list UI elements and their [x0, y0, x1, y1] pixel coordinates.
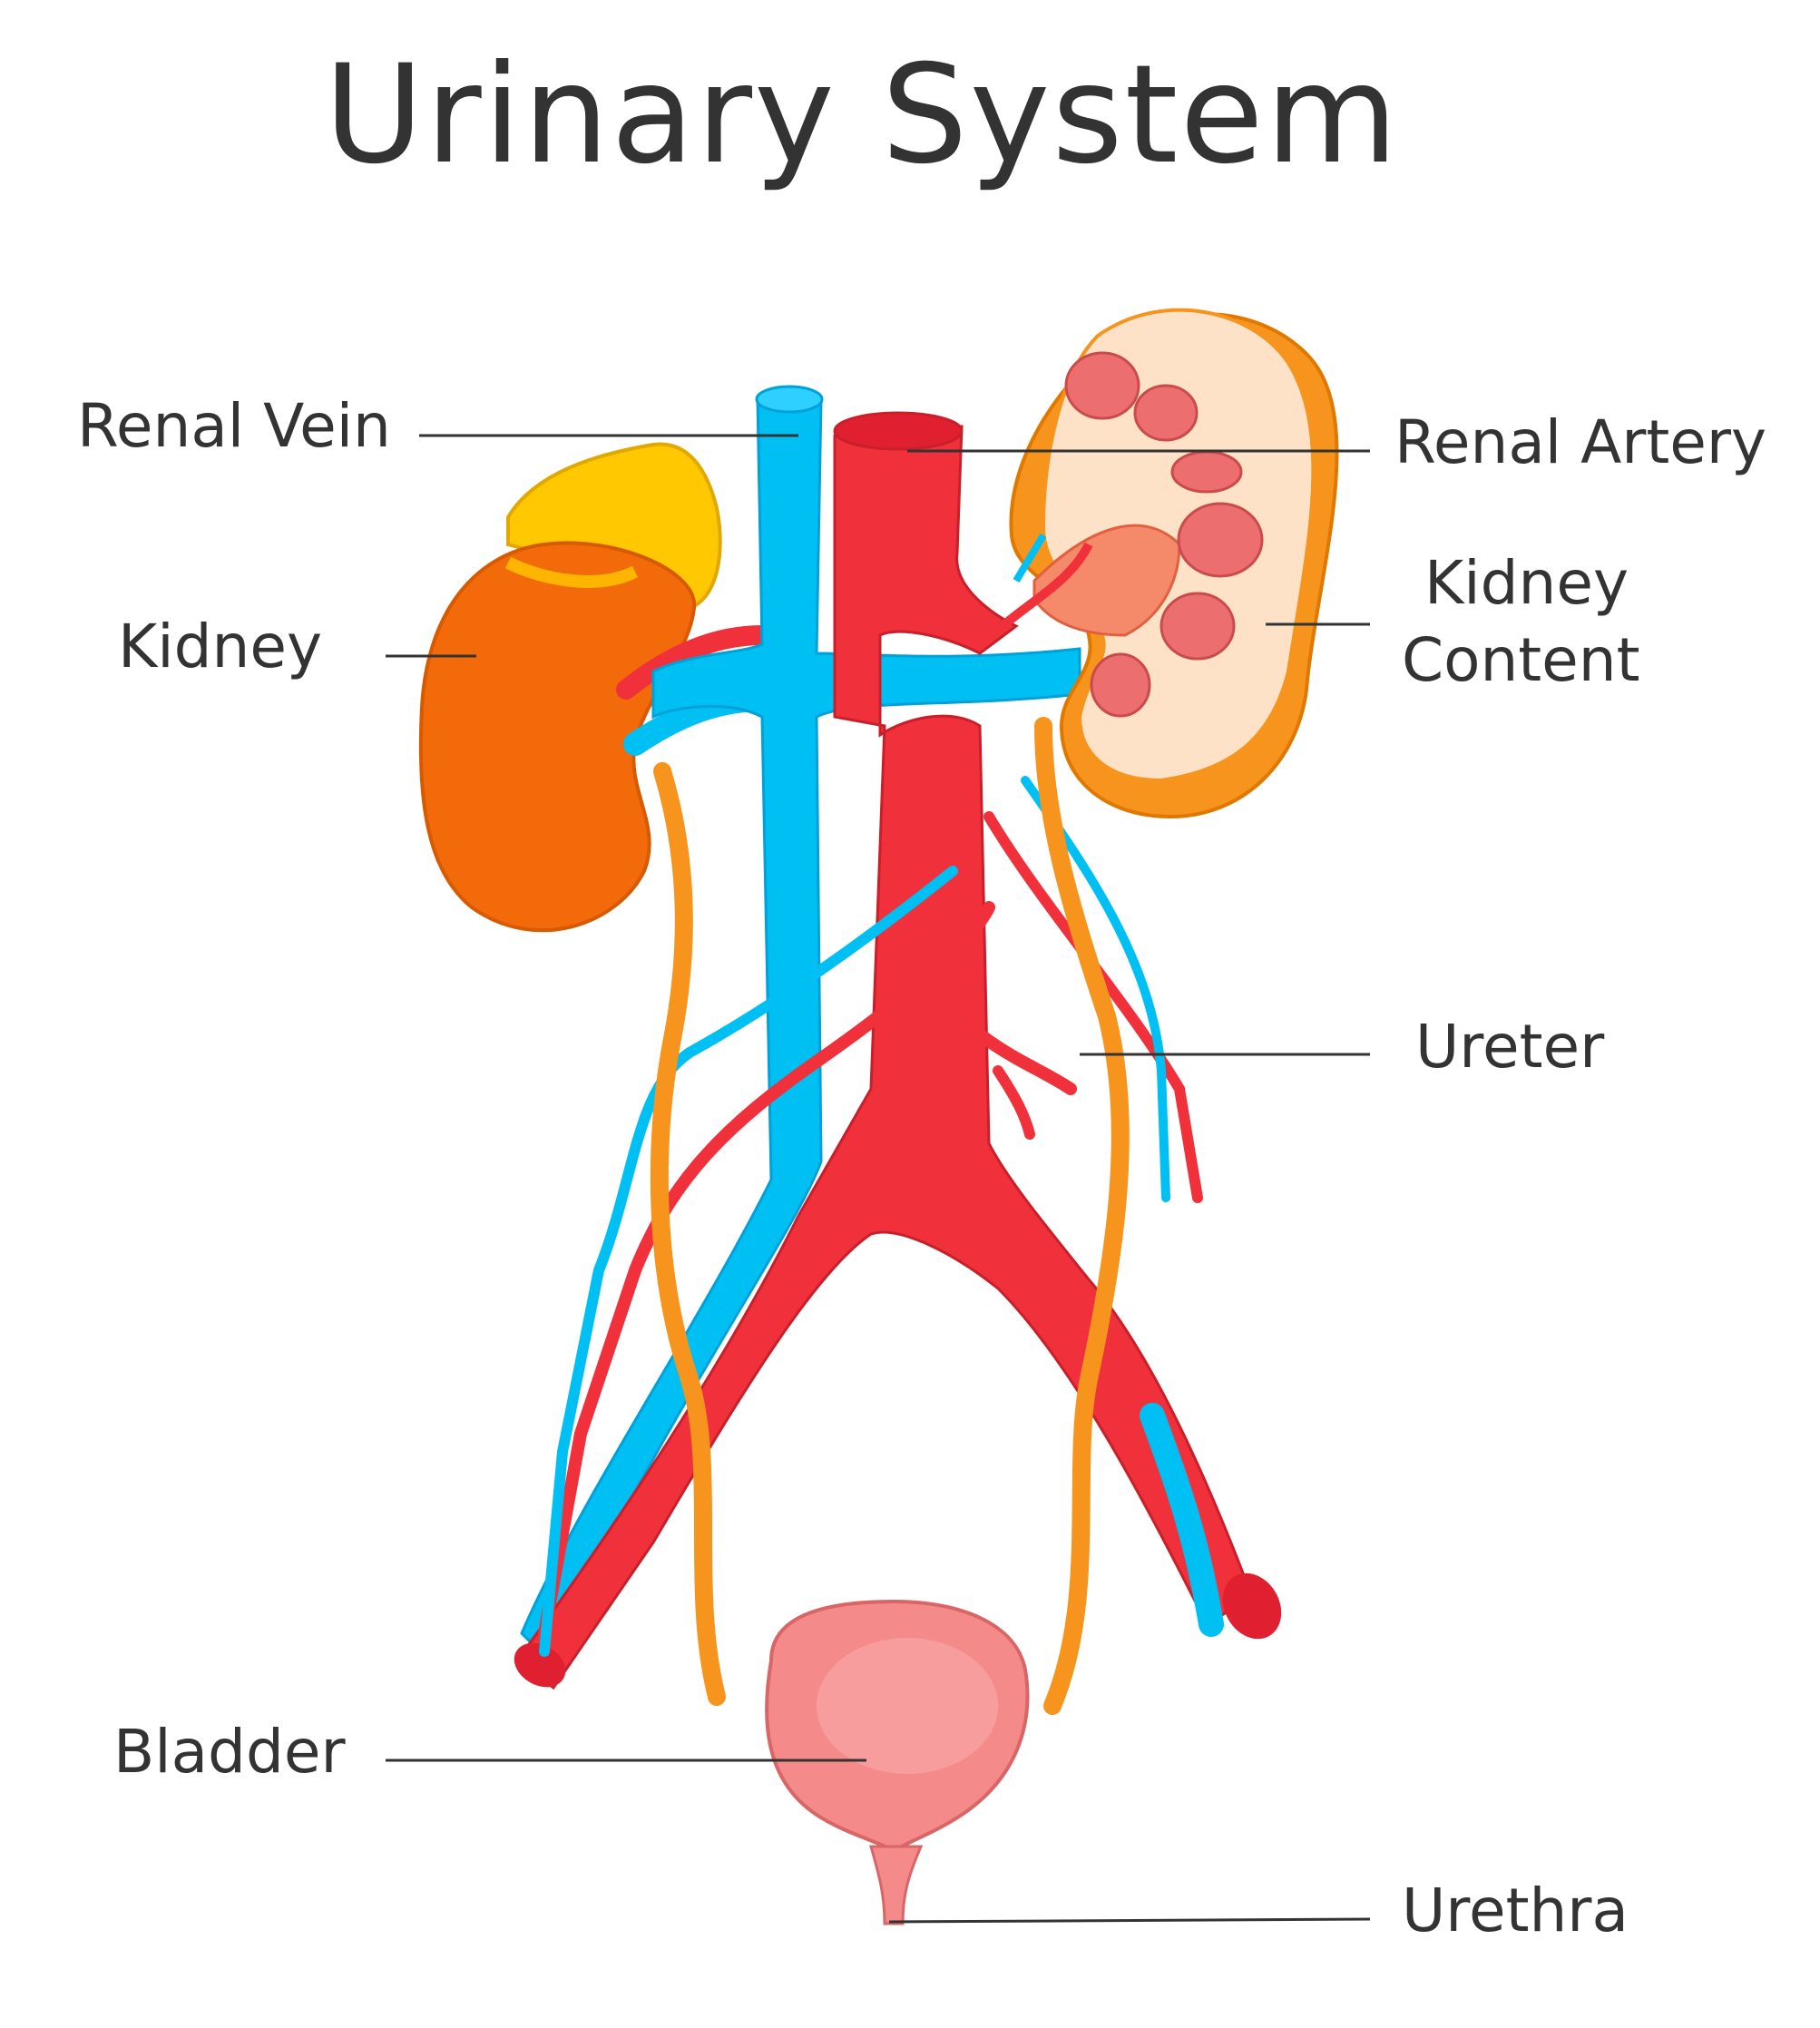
left-iliac-artery-end [514, 1642, 566, 1688]
urethra-leader [888, 1917, 1371, 1924]
right-ureter [1034, 717, 1130, 1715]
label-kidney-content-line1: Kidney [1424, 548, 1629, 618]
label-bladder: Bladder [113, 1717, 346, 1787]
label-renal-vein: Renal Vein [77, 391, 391, 461]
label-urethra: Urethra [1402, 1876, 1629, 1945]
left-ureter [650, 762, 726, 1706]
label-ureter: Ureter [1415, 1012, 1605, 1082]
urethra [869, 1845, 924, 1925]
renal-pyramids [1064, 351, 1264, 718]
label-renal-artery: Renal Artery [1394, 407, 1767, 477]
right-iliac-artery-end [1222, 1572, 1282, 1640]
label-kidney: Kidney [118, 612, 323, 681]
label-kidney-content-line2: Content [1402, 625, 1640, 695]
diagram-title: Urinary System [324, 36, 1400, 194]
left-kidney [418, 541, 697, 933]
